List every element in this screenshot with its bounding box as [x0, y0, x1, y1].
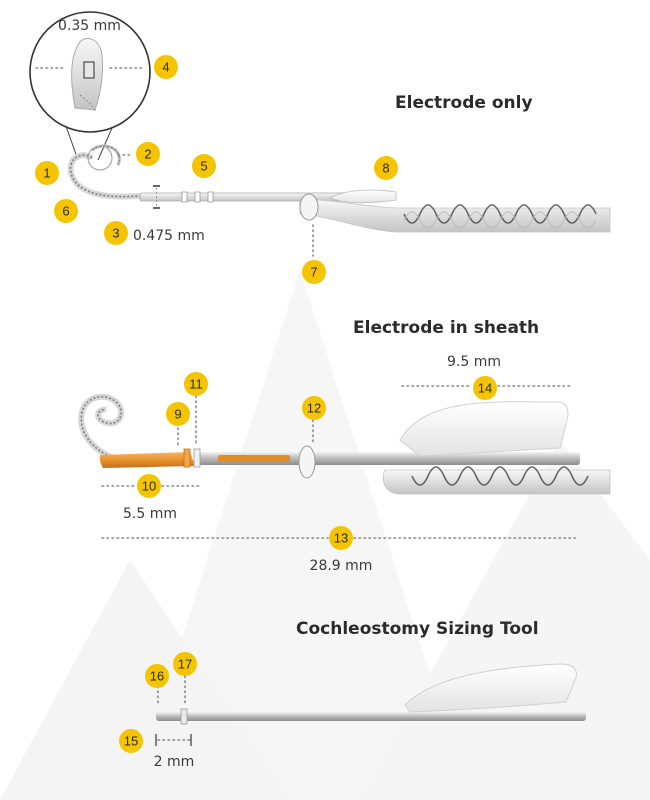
callout-14: 14	[473, 376, 497, 400]
callout-12: 12	[302, 396, 326, 420]
tool-tip-label: 2 mm	[154, 754, 195, 770]
title-sizing-tool: Cochleostomy Sizing Tool	[296, 619, 539, 639]
callout-4: 4	[154, 55, 178, 79]
title-electrode-only: Electrode only	[395, 93, 533, 113]
electrode-width-label: 0.475 mm	[133, 228, 205, 244]
callout-13: 13	[329, 526, 353, 550]
svg-text:1: 1	[43, 166, 50, 181]
svg-text:16: 16	[150, 669, 164, 684]
tip-width-label: 0.35 mm	[58, 18, 121, 34]
svg-text:2: 2	[144, 147, 151, 162]
callout-8: 8	[374, 156, 398, 180]
svg-text:3: 3	[112, 226, 119, 241]
sheath-length-label: 28.9 mm	[310, 558, 373, 574]
callout-7: 7	[302, 260, 326, 284]
svg-text:12: 12	[307, 401, 321, 416]
svg-text:8: 8	[382, 161, 389, 176]
svg-text:10: 10	[142, 479, 156, 494]
callout-3: 3	[104, 221, 128, 245]
orange-length-label: 5.5 mm	[123, 506, 177, 522]
svg-text:14: 14	[478, 381, 492, 396]
sizing-tool	[156, 663, 586, 725]
callout-9: 9	[166, 402, 190, 426]
magnifier: 0.35 mm	[29, 11, 151, 161]
svg-text:4: 4	[162, 60, 169, 75]
callout-16: 16	[145, 664, 169, 688]
electrode-lead	[139, 185, 611, 233]
grip-length-label: 9.5 mm	[447, 354, 501, 370]
callout-5: 5	[192, 154, 216, 178]
svg-text:13: 13	[334, 531, 348, 546]
svg-text:17: 17	[178, 657, 192, 672]
callout-1: 1	[35, 161, 59, 185]
svg-text:11: 11	[189, 377, 203, 392]
callout-15: 15	[119, 729, 143, 753]
svg-text:5: 5	[200, 159, 207, 174]
callout-2: 2	[136, 142, 160, 166]
svg-text:9: 9	[174, 407, 181, 422]
electrode-tip-curl	[67, 144, 141, 200]
callout-6: 6	[54, 199, 78, 223]
sheath-assembly	[78, 393, 611, 495]
title-electrode-in-sheath: Electrode in sheath	[353, 318, 539, 338]
svg-text:7: 7	[310, 265, 317, 280]
callout-11: 11	[184, 372, 208, 396]
callout-10: 10	[137, 474, 161, 498]
svg-text:6: 6	[62, 204, 69, 219]
callout-17: 17	[173, 652, 197, 676]
svg-text:15: 15	[124, 734, 138, 749]
